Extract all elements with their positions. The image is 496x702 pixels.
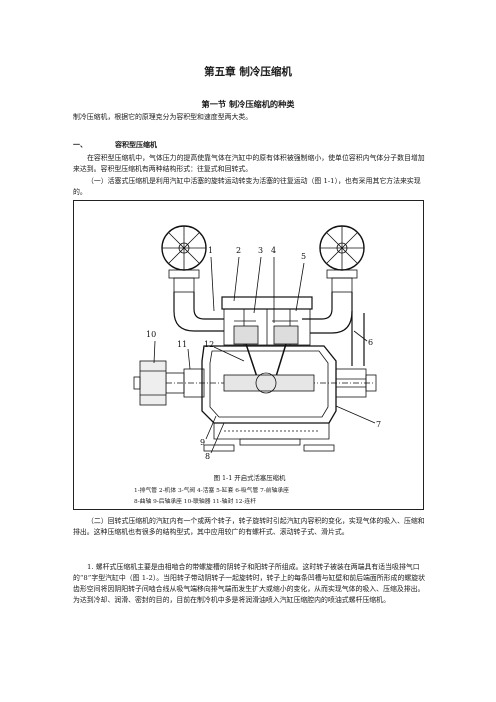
figure-legend-line-1: 1-排气管 2-机体 3-气阀 4-活塞 5-缸套 6-吸气管 7-前轴承座 — [134, 488, 289, 494]
label-3: 3 — [258, 246, 263, 255]
intro-paragraph: 制冷压缩机，根据它的原理克分为容积型和速度型两大类。 — [73, 113, 253, 121]
label-9: 9 — [200, 438, 205, 447]
label-11: 11 — [177, 340, 187, 349]
section-title: 第一节 制冷压缩机的种类 — [201, 99, 295, 109]
paragraph-rotary: （二）回转式压缩机的汽缸内有一个或两个转子，转子旋转时引起汽缸内容积的变化，实现… — [73, 517, 425, 536]
label-6: 6 — [368, 338, 373, 347]
paragraph-screw: 1. 螺杆式压缩机主要是由相啮合的带螺旋槽的阴转子和阳转子所组成。这时转子被装在… — [73, 563, 426, 604]
compressor-drawing: 1 2 3 4 5 6 7 8 9 10 11 12 — [133, 225, 381, 461]
chapter-title: 第五章 制冷压缩机 — [204, 66, 292, 78]
heading-volumetric: 一、 容积型压缩机 — [73, 140, 157, 150]
label-8: 8 — [205, 452, 210, 461]
label-2: 2 — [236, 246, 241, 255]
label-12: 12 — [204, 340, 214, 349]
figure-box: 1 2 3 4 5 6 7 8 9 10 11 12 图 1-1 开启式活塞压缩… — [73, 200, 424, 510]
label-5: 5 — [301, 252, 306, 261]
figure-legend-line-2: 8-曲轴 9-后轴承座 10-联轴器 11-轴封 12-连杆 — [134, 499, 257, 505]
heading-number: 一、 — [73, 141, 87, 149]
paragraph-piston: （一）活塞式压缩机是利用汽缸中活塞的旋转运动转变为活塞的往复运动（图 1-1），… — [73, 177, 421, 196]
label-4: 4 — [271, 246, 276, 255]
heading-text: 容积型压缩机 — [115, 141, 157, 149]
label-7: 7 — [376, 420, 381, 429]
label-1: 1 — [208, 246, 213, 255]
figure-caption: 图 1-1 开启式活塞压缩机 — [213, 474, 286, 482]
label-10: 10 — [146, 330, 156, 339]
paragraph-volumetric: 在容积型压缩机中，气体压力的提高使靠气体在汽缸中的原有体积被强制缩小，使单位容积… — [73, 154, 425, 173]
